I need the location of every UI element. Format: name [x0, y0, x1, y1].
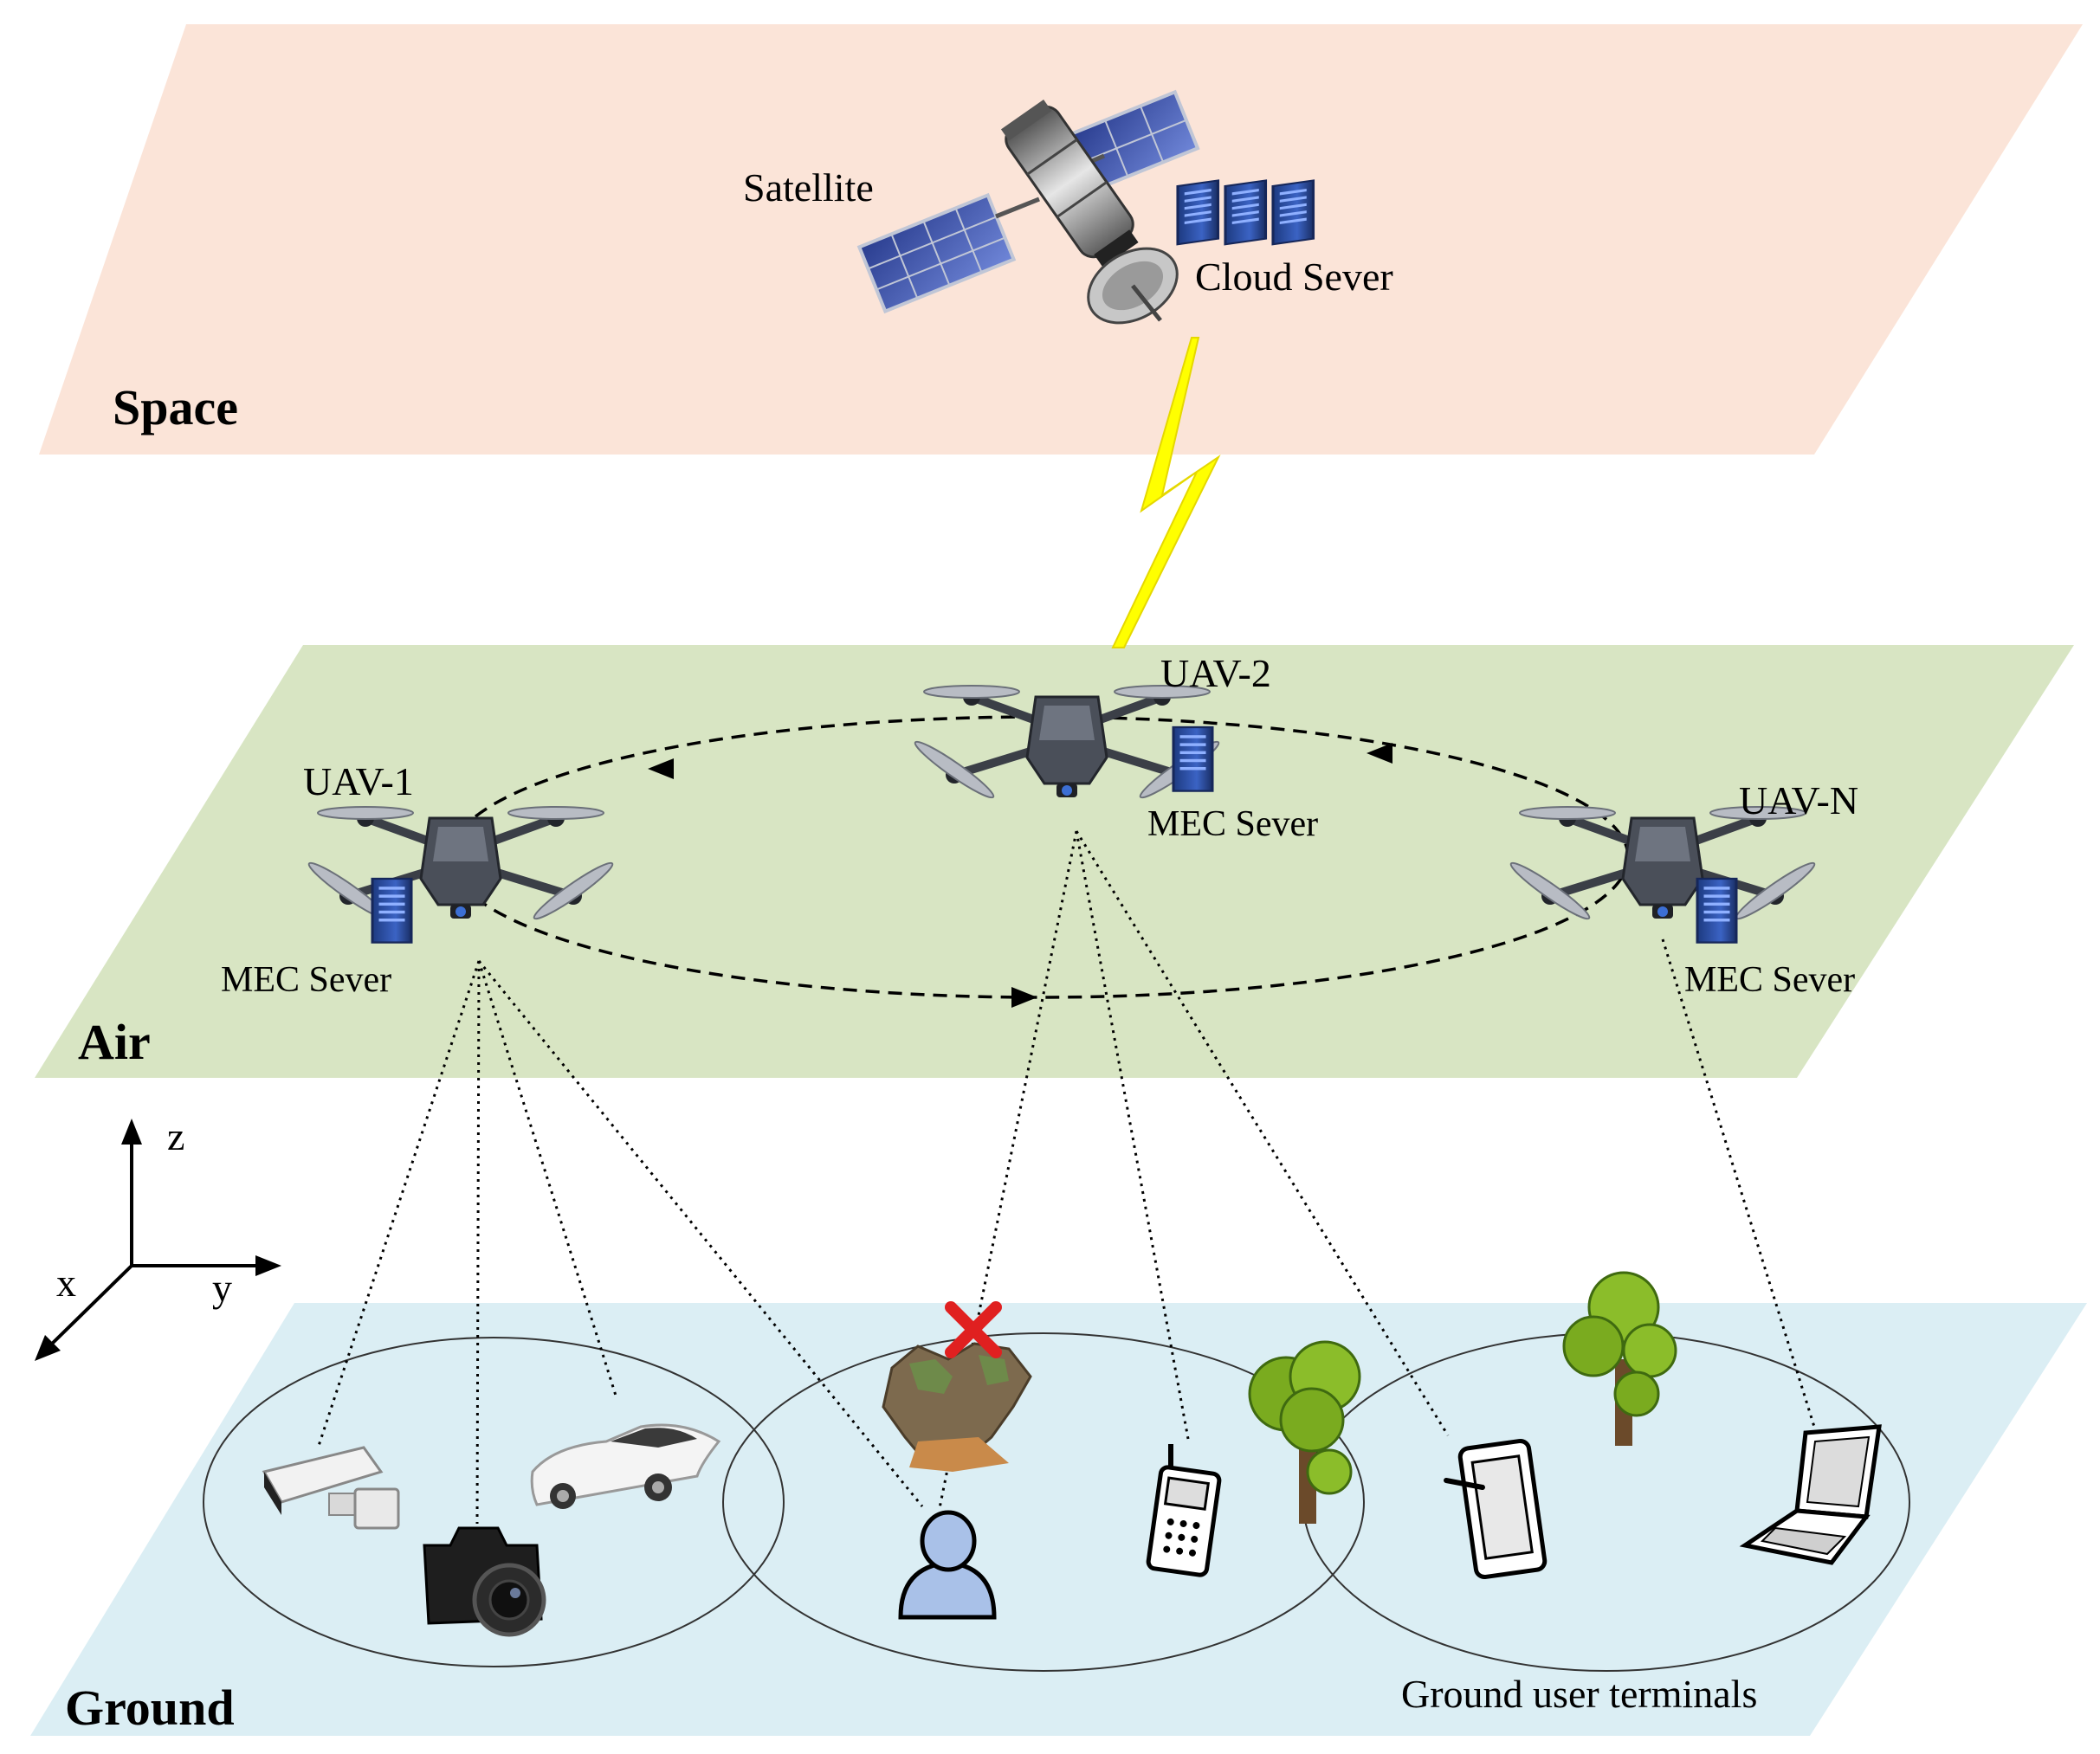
satellite-label: Satellite — [743, 165, 874, 210]
uav-1-server-label: MEC Sever — [221, 960, 391, 1000]
user-icon — [898, 1510, 997, 1620]
car-icon — [530, 1423, 721, 1509]
uav-1-label: UAV-1 — [303, 759, 414, 803]
digital-camera-icon — [423, 1526, 546, 1637]
laptop-icon — [1739, 1424, 1882, 1565]
uav-ground-links — [317, 830, 1816, 1525]
air-layer-label: Air — [78, 1014, 151, 1070]
blocked-link-x-icon — [945, 1301, 1002, 1358]
axis-y-label: y — [212, 1266, 232, 1310]
satellite-icon — [856, 89, 1200, 325]
uav-2-label: UAV-2 — [1160, 651, 1271, 695]
uav-n-label: UAV-N — [1739, 778, 1858, 822]
space-layer-plane — [39, 24, 2083, 455]
orbit-arrow-bottom — [1011, 987, 1037, 1008]
uav-n-server-label: MEC Sever — [1684, 960, 1855, 1000]
uav-n-mec-server-icon — [1696, 877, 1738, 945]
space-layer-label: Space — [113, 379, 238, 435]
tree-icon-2 — [1562, 1271, 1677, 1446]
uav-2-mec-server-icon — [1172, 725, 1214, 793]
ground-layer-plane — [30, 1303, 2087, 1736]
tablet-icon — [1444, 1438, 1548, 1580]
axis-x-label: x — [56, 1261, 76, 1305]
coordinate-axes — [35, 1119, 281, 1361]
air-layer-plane — [35, 645, 2074, 1078]
cloud-server-label: Cloud Sever — [1195, 255, 1393, 299]
uav-1-mec-server-icon — [371, 877, 413, 945]
ground-layer-label: Ground — [65, 1680, 235, 1736]
rockfall-obstacle-icon — [882, 1342, 1032, 1472]
coverage-area-2 — [722, 1332, 1365, 1672]
ground-terminals-label: Ground user terminals — [1401, 1672, 1757, 1716]
orbit-arrow-left — [648, 758, 674, 779]
coverage-area-1 — [203, 1337, 785, 1667]
surveillance-camera-icon — [262, 1446, 400, 1530]
uav-2-server-label: MEC Sever — [1147, 804, 1318, 844]
orbit-arrow-right-top — [1367, 743, 1392, 764]
tree-icon-1 — [1248, 1340, 1361, 1524]
satellite-link-bolt — [1111, 337, 1221, 648]
cloud-server-icon — [1176, 178, 1315, 246]
axis-z-label: z — [167, 1114, 184, 1158]
mobile-phone-icon — [1146, 1444, 1222, 1577]
